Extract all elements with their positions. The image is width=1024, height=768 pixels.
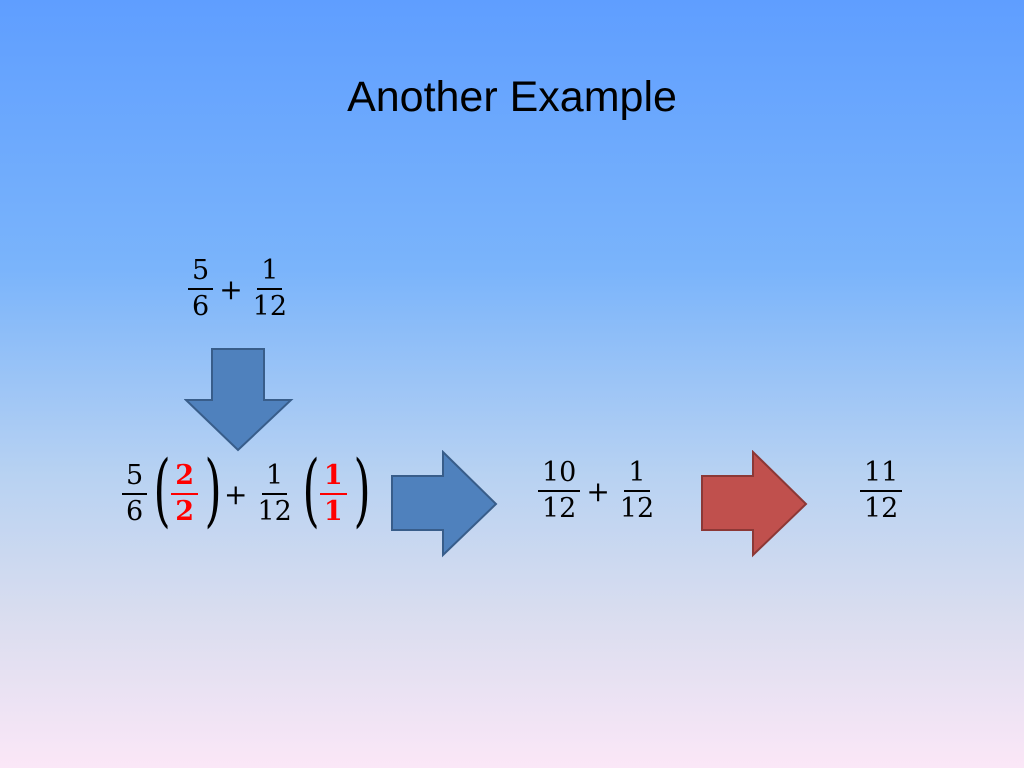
multiplier-fraction: 2 2 <box>171 461 198 527</box>
denominator: 12 <box>542 493 577 524</box>
numerator: 1 <box>319 461 347 495</box>
fraction: 5 6 <box>122 461 148 527</box>
fraction: 1 12 <box>616 458 658 524</box>
denominator: 6 <box>126 496 144 527</box>
denominator: 12 <box>252 291 288 322</box>
numerator: 11 <box>860 458 903 492</box>
down-arrow-icon <box>184 348 294 452</box>
numerator: 5 <box>188 256 214 290</box>
right-arrow-icon <box>701 450 808 558</box>
fraction: 1 12 <box>253 461 295 527</box>
numerator: 5 <box>122 461 148 495</box>
step2-expression: 10 12 + 1 12 <box>536 458 660 524</box>
fraction: 1 12 <box>249 256 291 322</box>
left-parenthesis: ( <box>302 443 320 536</box>
denominator: 6 <box>192 291 210 322</box>
down-arrow-shape <box>184 348 294 452</box>
fraction: 11 12 <box>860 458 903 524</box>
right-parenthesis: ) <box>204 443 222 536</box>
plus-sign: + <box>219 272 243 306</box>
denominator: 12 <box>257 496 292 527</box>
result-expression: 11 12 <box>858 458 904 524</box>
numerator: 10 <box>538 458 581 492</box>
numerator: 1 <box>624 458 650 492</box>
numerator: 1 <box>257 256 283 290</box>
plus-sign: + <box>586 474 610 508</box>
step1-expression: 5 6 ( 2 2 ) + 1 12 ( 1 1 ) <box>120 450 370 530</box>
denominator: 12 <box>619 493 655 524</box>
right-arrow-icon <box>391 450 498 558</box>
right-arrow-shape <box>391 450 498 558</box>
right-arrow-shape <box>701 450 808 558</box>
left-parenthesis: ( <box>153 443 171 536</box>
denominator: 12 <box>864 493 899 524</box>
right-parenthesis: ) <box>353 443 371 536</box>
numerator: 1 <box>262 461 288 495</box>
denominator: 1 <box>323 496 343 527</box>
denominator: 2 <box>175 496 194 527</box>
top-expression: 5 6 + 1 12 <box>186 256 293 322</box>
multiplier-fraction: 1 1 <box>319 461 347 527</box>
slide-title: Another Example <box>347 73 677 121</box>
plus-sign: + <box>223 477 248 511</box>
fraction: 10 12 <box>538 458 581 524</box>
fraction: 5 6 <box>188 256 214 322</box>
numerator: 2 <box>171 461 198 495</box>
